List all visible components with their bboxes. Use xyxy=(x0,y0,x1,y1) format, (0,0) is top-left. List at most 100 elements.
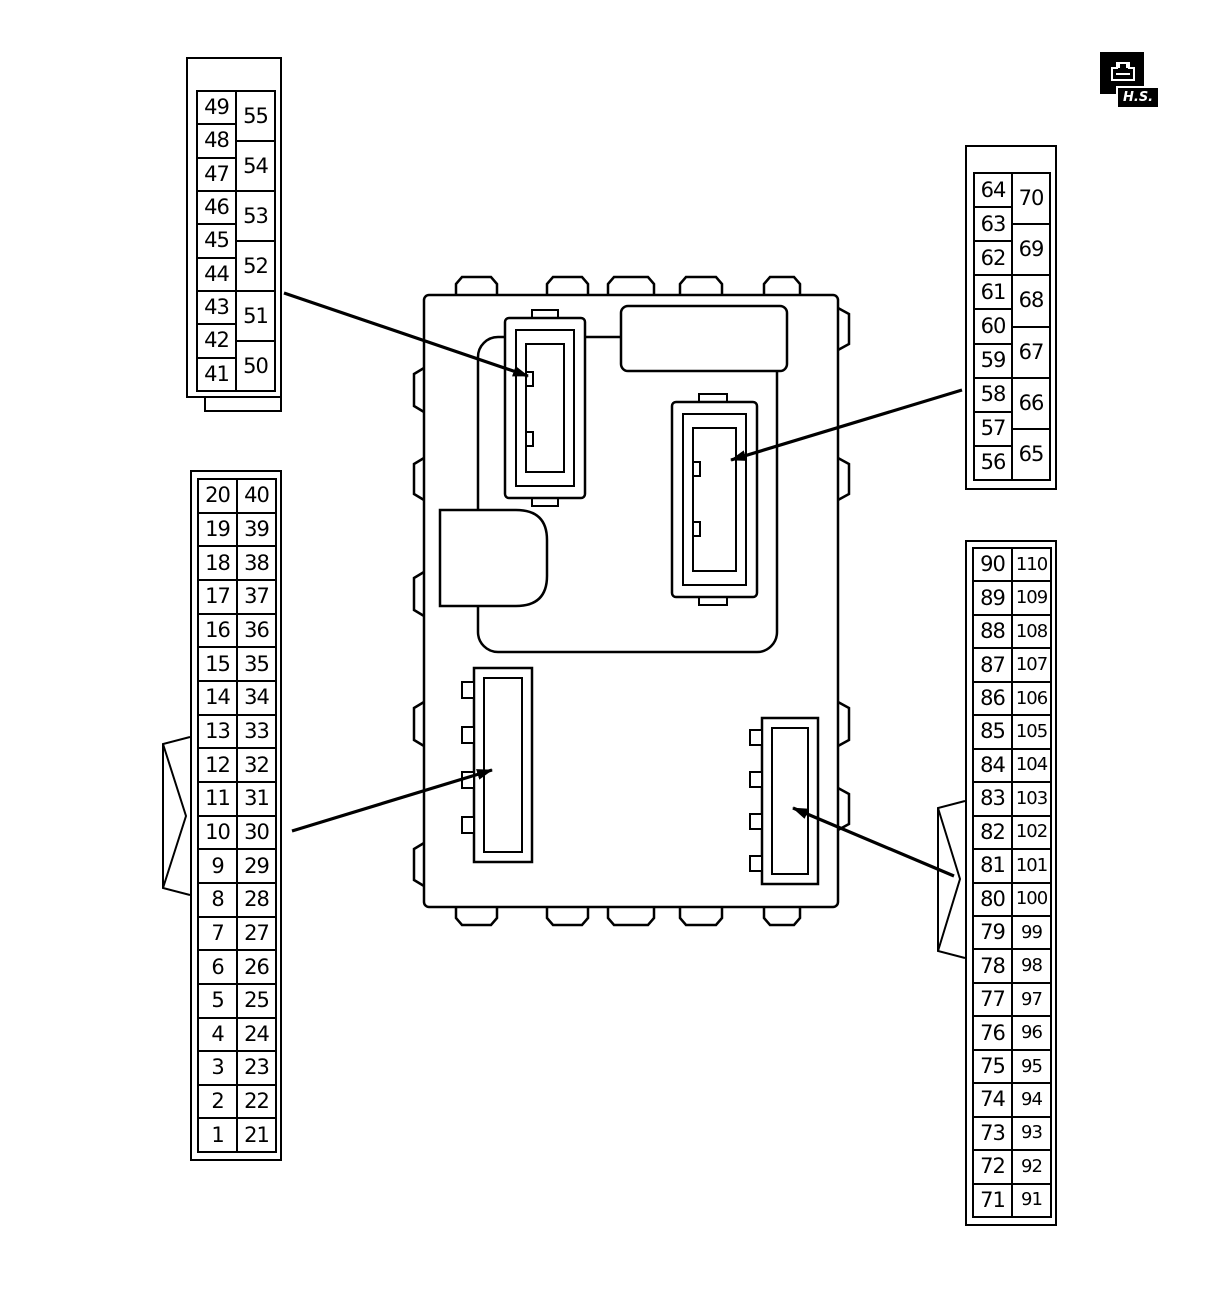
pin-76: 76 xyxy=(974,1017,1011,1051)
pin-51: 51 xyxy=(237,292,274,342)
pin-2: 2 xyxy=(199,1086,236,1120)
pin-27: 27 xyxy=(238,918,275,952)
pin-52: 52 xyxy=(237,242,274,292)
pin-104: 104 xyxy=(1013,750,1050,784)
pin-91: 91 xyxy=(1021,1189,1043,1211)
pin-15: 15 xyxy=(199,648,236,682)
pin-102: 102 xyxy=(1013,817,1050,851)
pin-34: 34 xyxy=(238,682,275,716)
pin-99: 99 xyxy=(1013,917,1050,951)
pin-22: 22 xyxy=(238,1086,275,1120)
pin-103: 103 xyxy=(1013,783,1050,817)
bcm-module-svg xyxy=(412,275,851,927)
pin-89: 89 xyxy=(974,582,1011,616)
pin-6: 6 xyxy=(199,951,236,985)
pin-82: 82 xyxy=(974,817,1011,851)
pin-75: 75 xyxy=(974,1051,1011,1085)
pin-59: 59 xyxy=(975,345,1011,379)
connector-housing-tab-top-left xyxy=(204,398,282,412)
pin-33: 33 xyxy=(238,716,275,750)
pin-39: 39 xyxy=(238,514,275,548)
pin-106: 106 xyxy=(1013,683,1050,717)
pin-73: 73 xyxy=(974,1118,1011,1152)
pin-64: 64 xyxy=(975,174,1011,209)
bracket-left-lower xyxy=(162,736,191,896)
pin-95: 95 xyxy=(1013,1051,1050,1085)
pin-45: 45 xyxy=(198,225,235,259)
pin-44: 44 xyxy=(198,259,235,292)
pin-9: 9 xyxy=(199,850,236,884)
pin-83: 83 xyxy=(974,783,1011,817)
pin-40: 40 xyxy=(238,480,275,514)
pin-56: 56 xyxy=(980,450,1007,475)
pin-20: 20 xyxy=(199,480,236,514)
pin-25: 25 xyxy=(238,985,275,1019)
pin-14: 14 xyxy=(199,682,236,716)
pin-1: 1 xyxy=(211,1122,224,1147)
pin-107: 107 xyxy=(1013,649,1050,683)
pin-85: 85 xyxy=(974,716,1011,750)
pin-60: 60 xyxy=(975,310,1011,345)
pin-87: 87 xyxy=(974,649,1011,683)
pin-57: 57 xyxy=(975,413,1011,447)
pin-74: 74 xyxy=(974,1084,1011,1118)
hs-label: H.S. xyxy=(1116,86,1159,107)
bracket-left-lower-chevron xyxy=(162,743,188,889)
pin-65: 65 xyxy=(1018,441,1045,466)
pin-29: 29 xyxy=(238,850,275,884)
pin-58: 58 xyxy=(975,379,1011,413)
pin-71: 71 xyxy=(980,1187,1006,1212)
pin-62: 62 xyxy=(975,242,1011,277)
bcm-module-drawing xyxy=(408,272,853,932)
pin-46: 46 xyxy=(198,192,235,226)
pin-84: 84 xyxy=(974,750,1011,784)
pin-69: 69 xyxy=(1013,225,1049,277)
pin-48: 48 xyxy=(198,125,235,159)
pin-93: 93 xyxy=(1013,1118,1050,1152)
pin-41: 41 xyxy=(204,361,230,386)
pin-37: 37 xyxy=(238,581,275,615)
pin-28: 28 xyxy=(238,884,275,918)
pin-80: 80 xyxy=(974,884,1011,917)
pin-24: 24 xyxy=(238,1019,275,1053)
pin-19: 19 xyxy=(199,514,236,548)
pin-26: 26 xyxy=(238,951,275,985)
pin-63: 63 xyxy=(975,208,1011,243)
pin-31: 31 xyxy=(238,783,275,817)
pin-55: 55 xyxy=(237,92,274,142)
pin-79: 79 xyxy=(974,917,1011,951)
pin-90: 90 xyxy=(974,549,1011,583)
hs-badge: H.S. xyxy=(1100,52,1164,110)
pin-81: 81 xyxy=(974,850,1011,884)
pin-32: 32 xyxy=(238,749,275,783)
pin-70: 70 xyxy=(1013,174,1049,226)
pin-78: 78 xyxy=(974,950,1011,984)
pin-30: 30 xyxy=(238,817,275,851)
pin-50: 50 xyxy=(243,353,269,378)
pin-21: 21 xyxy=(244,1122,270,1147)
pin-11: 11 xyxy=(199,783,236,817)
pin-17: 17 xyxy=(199,581,236,615)
pin-97: 97 xyxy=(1013,984,1050,1018)
pin-42: 42 xyxy=(198,325,235,359)
pin-61: 61 xyxy=(975,276,1011,311)
pin-54: 54 xyxy=(237,142,274,192)
pin-49: 49 xyxy=(198,92,235,126)
pin-12: 12 xyxy=(199,749,236,783)
pin-109: 109 xyxy=(1013,582,1050,616)
pin-53: 53 xyxy=(237,192,274,242)
pin-5: 5 xyxy=(199,985,236,1019)
bracket-right-lower xyxy=(937,800,966,959)
pin-47: 47 xyxy=(198,159,235,192)
pin-7: 7 xyxy=(199,918,236,952)
pin-94: 94 xyxy=(1013,1084,1050,1118)
